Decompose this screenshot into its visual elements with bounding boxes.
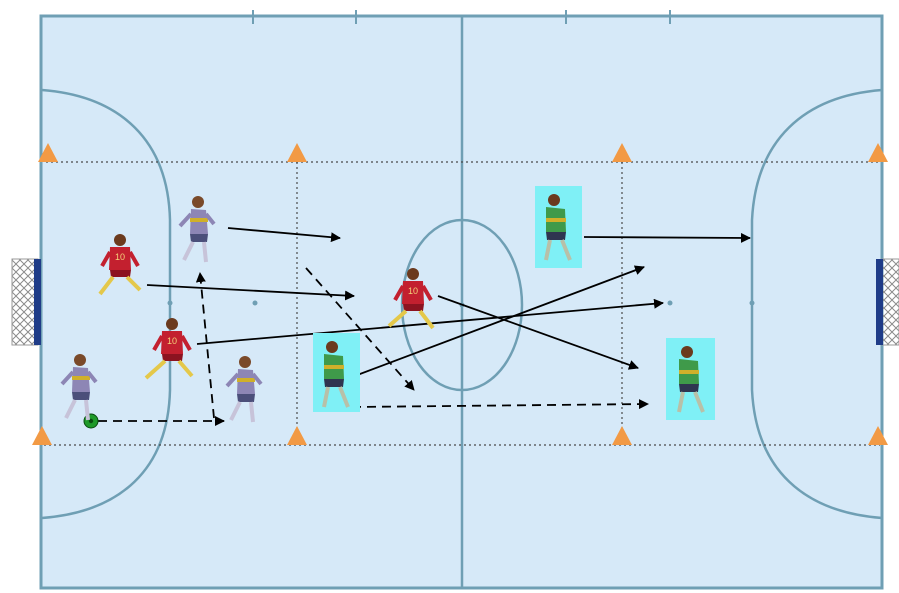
arrow-solid xyxy=(583,232,751,243)
cone-icon xyxy=(38,143,58,162)
cone-icon xyxy=(32,426,52,445)
arrow-dashed xyxy=(195,272,215,419)
cone-icon xyxy=(287,143,307,162)
red-player-icon: 10 xyxy=(144,318,194,380)
cone-icon xyxy=(612,143,632,162)
substitution-ticks xyxy=(252,10,671,24)
left-goal xyxy=(11,258,41,346)
right-goal xyxy=(876,258,899,346)
jersey-number: 10 xyxy=(115,252,125,262)
jersey-number: 10 xyxy=(167,336,177,346)
arrow-solid xyxy=(227,227,341,243)
arrow-solid xyxy=(146,284,355,301)
arrow-dashed xyxy=(305,267,415,391)
red-player-icon: 10 xyxy=(387,268,435,330)
cone-icon xyxy=(868,426,888,445)
green-player-icon xyxy=(535,186,582,268)
cone-icon xyxy=(612,426,632,445)
green-player-icon xyxy=(666,338,715,420)
arrow-dashed xyxy=(351,399,649,410)
penalty-marks xyxy=(167,300,755,306)
red-player-icon: 10 xyxy=(98,234,142,296)
cone-icon xyxy=(868,143,888,162)
cones xyxy=(32,143,888,445)
cone-icon xyxy=(287,426,307,445)
arrow-solid xyxy=(437,295,639,370)
zone-lines xyxy=(44,161,880,446)
purple-player-icon xyxy=(60,354,98,421)
purple-player-icon xyxy=(225,356,263,423)
green-player-icon xyxy=(313,333,360,412)
pass-arrows xyxy=(98,267,649,426)
jersey-number: 10 xyxy=(408,286,418,296)
purple-player-icon xyxy=(178,196,216,263)
center-circle xyxy=(400,218,524,392)
arrow-solid xyxy=(351,265,645,378)
